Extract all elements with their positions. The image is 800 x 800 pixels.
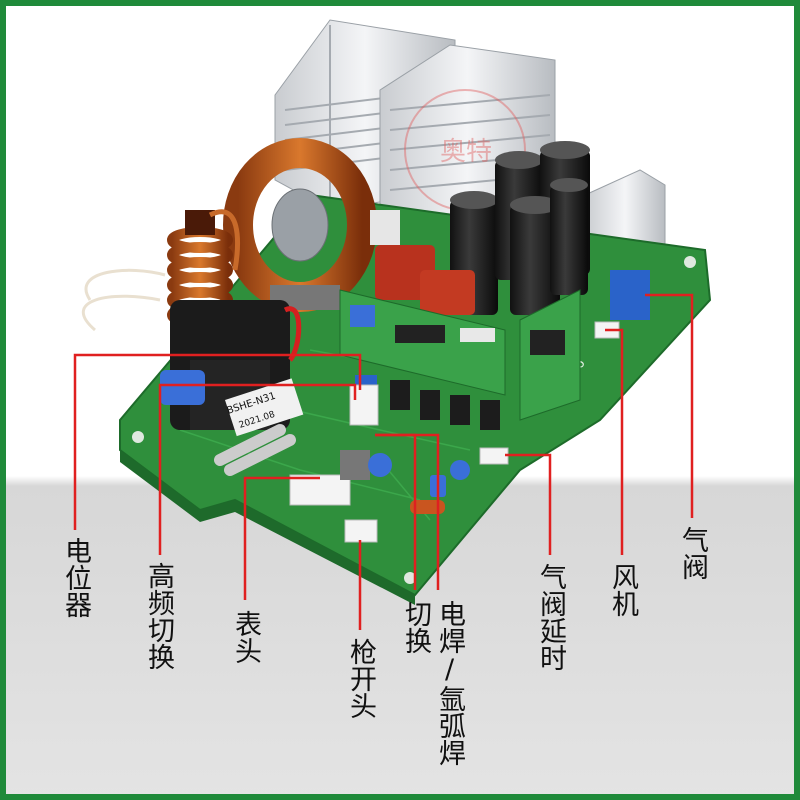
callout-line-gas-delay [505, 453, 552, 555]
label-fan: 风机 [607, 563, 638, 617]
control-board-a [339, 289, 506, 396]
callout-line-meter-head [243, 476, 320, 600]
label-potentiometer: 电位器 [60, 537, 91, 618]
mosfets [390, 380, 500, 430]
callout-line-weld-mode [375, 433, 440, 590]
callout-line-gas-valve [645, 293, 694, 518]
control-board-b [519, 289, 581, 421]
callout-line-potentiometer [73, 353, 362, 530]
transformer: BSHE-N31 2021.08 [170, 300, 304, 437]
label-weld-switch: 切换 [400, 600, 431, 654]
label-meter-head: 表头 [230, 610, 261, 664]
label-weld-mode: 电焊/氩弧焊 [434, 600, 465, 766]
label-gas-delay: 气阀延时 [535, 563, 566, 671]
callout-lines [73, 293, 694, 630]
callout-line-hf-switch [158, 383, 357, 555]
electrolytic-capacitors [450, 141, 590, 315]
svg-text:奥特: 奥特 [440, 137, 492, 167]
film-capacitors [370, 210, 475, 315]
label-hf-switch: 高频切换 [143, 562, 174, 670]
callout-line-fan [605, 328, 624, 555]
label-gas-valve: 气阀 [677, 526, 708, 580]
label-torch-switch: 枪开头 [345, 638, 376, 719]
small-components [160, 270, 650, 543]
